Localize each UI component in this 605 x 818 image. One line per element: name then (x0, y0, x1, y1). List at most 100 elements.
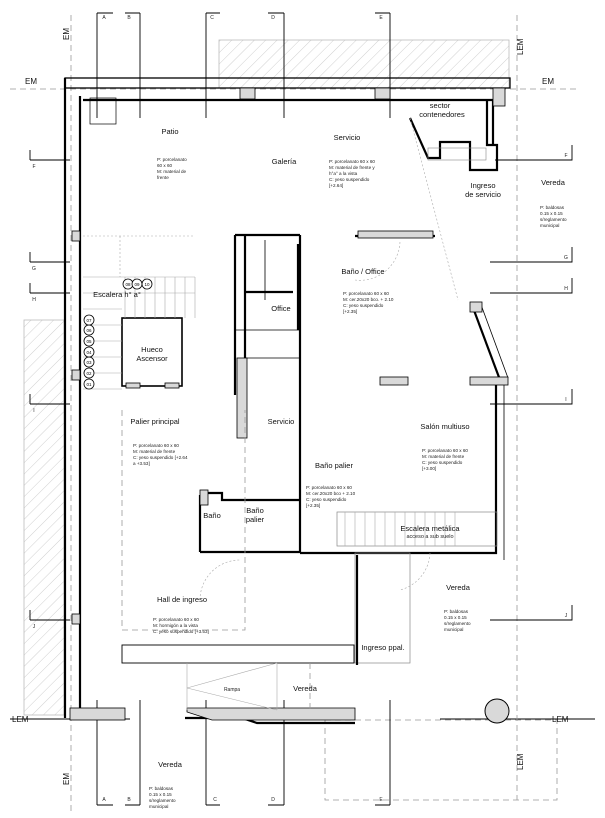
svg-text:P: baldosas: P: baldosas (444, 609, 469, 614)
svg-text:E: E (379, 797, 383, 803)
lem-label: LEM (12, 715, 29, 724)
room-vereda-bottom: Vereda P: baldosas 0.15 x 0.15 s/reglame… (149, 760, 183, 809)
column-markers: A B C D E A B C D E (96, 12, 391, 806)
svg-text:06: 06 (86, 328, 92, 333)
svg-text:Vereda: Vereda (158, 760, 183, 769)
room-vereda-right: Vereda P: baldosas 0.15 x 0.15 s/reglame… (540, 178, 567, 228)
svg-text:B: B (127, 797, 131, 803)
svg-text:C: C (210, 15, 214, 21)
svg-text:municipal: municipal (149, 804, 168, 809)
svg-text:s/reglamento: s/reglamento (540, 217, 567, 222)
room-vereda-ramp: Vereda (293, 684, 318, 693)
svg-text:0.15 x 0.15: 0.15 x 0.15 (149, 792, 172, 797)
building-walls (63, 77, 511, 725)
room-salon-multiuso: Salón multiuso P: porcelanato 60 x 60 M:… (420, 422, 469, 471)
patio-drain (89, 97, 117, 125)
svg-text:sector: sector (430, 101, 451, 110)
svg-text:s/reglamento: s/reglamento (149, 798, 176, 803)
svg-text:h°a° a la vista: h°a° a la vista (329, 171, 358, 176)
room-ascensor: Hueco Ascensor (136, 345, 168, 363)
room-hall-ingreso: Hall de ingreso P: porcelanato 60 x 60 M… (153, 595, 209, 634)
svg-text:10: 10 (144, 282, 150, 287)
svg-text:Servicio: Servicio (334, 133, 361, 142)
svg-text:M: material de frente: M: material de frente (422, 454, 465, 459)
svg-text:P: baldosas: P: baldosas (149, 786, 174, 791)
svg-text:Ascensor: Ascensor (136, 354, 168, 363)
svg-text:M: cer.20x20 bco + 2.10: M: cer.20x20 bco + 2.10 (306, 491, 356, 496)
interior-walls (121, 233, 302, 554)
em-label: EM (62, 28, 71, 40)
svg-text:M: material de frente: M: material de frente (133, 449, 176, 454)
svg-text:palier: palier (246, 515, 265, 524)
svg-text:P: baldosas: P: baldosas (540, 205, 565, 210)
container-sector (355, 100, 499, 301)
svg-text:J: J (33, 624, 36, 630)
room-bano-office: Baño / Office P: porcelanato 60 x 60 M: … (341, 267, 393, 314)
svg-text:B: B (127, 15, 131, 21)
svg-text:J: J (565, 613, 568, 619)
svg-text:C: yeso suspendido: C: yeso suspendido (422, 460, 463, 465)
em-label: EM (542, 77, 554, 86)
svg-text:P: porcelanato 60 x 60: P: porcelanato 60 x 60 (422, 448, 468, 453)
lem-label: LEM (552, 715, 569, 724)
svg-text:C: yeso suspendido: C: yeso suspendido (343, 303, 384, 308)
room-bano-palier-small: Baño palier (246, 506, 265, 524)
room-servicio: Servicio P: porcelanato 60 x 60 M: mater… (329, 133, 375, 188)
svg-text:[+2.35]: [+2.35] (306, 503, 320, 508)
room-ingreso-ppal: Ingreso ppal. (361, 643, 404, 652)
stair-step-numbers: 01 02 03 04 05 06 07 08 09 10 (83, 278, 153, 390)
svg-text:Escalera metálica: Escalera metálica (400, 524, 460, 533)
svg-text:P: porcelanato 60 x 60: P: porcelanato 60 x 60 (133, 443, 179, 448)
room-escalera: Escalera h° a° (93, 290, 141, 299)
entrance-area (121, 239, 510, 724)
row-markers: F G H I J F G H I J (29, 145, 573, 630)
svg-text:M: hormigón a la vista: M: hormigón a la vista (153, 623, 198, 628)
svg-text:C: C (213, 797, 217, 803)
svg-text:I: I (565, 397, 566, 403)
svg-text:Hueco: Hueco (141, 345, 163, 354)
svg-text:[+2.64]: [+2.64] (329, 183, 343, 188)
svg-text:P: porcelanato 60 x 60: P: porcelanato 60 x 60 (329, 159, 375, 164)
svg-text:Palier principal: Palier principal (130, 417, 180, 426)
svg-text:09: 09 (134, 282, 140, 287)
svg-text:F: F (564, 153, 567, 159)
svg-text:C: yeso suspendido: C: yeso suspendido (306, 497, 347, 502)
svg-text:60 x 60: 60 x 60 (157, 163, 173, 168)
svg-text:contenedores: contenedores (419, 110, 465, 119)
svg-text:C: yeso suspendido [+2.64: C: yeso suspendido [+2.64 (133, 455, 188, 460)
svg-text:08: 08 (125, 282, 131, 287)
svg-text:A: A (102, 797, 106, 803)
em-label: EM (62, 773, 71, 785)
svg-text:02: 02 (86, 371, 92, 376)
dashed-zone-bottom (324, 719, 558, 801)
svg-text:a +3.53]: a +3.53] (133, 461, 150, 466)
svg-text:de servicio: de servicio (465, 190, 501, 199)
svg-text:D: D (271, 15, 275, 21)
svg-text:P: porcelanato 60 x 60: P: porcelanato 60 x 60 (153, 617, 199, 622)
svg-text:P: porcelanato: P: porcelanato (157, 157, 187, 162)
svg-text:Baño: Baño (246, 506, 264, 515)
room-office: Office (271, 304, 290, 313)
svg-text:0.15 x 0.15: 0.15 x 0.15 (540, 211, 563, 216)
svg-text:05: 05 (86, 339, 92, 344)
svg-text:Vereda: Vereda (541, 178, 566, 187)
room-bano: Baño (203, 511, 221, 520)
lem-label: LEM (516, 38, 525, 55)
svg-text:municipal: municipal (444, 627, 463, 632)
svg-text:C: yeso suspendido: C: yeso suspendido (329, 177, 370, 182)
svg-text:M: material de frente y: M: material de frente y (329, 165, 375, 170)
svg-text:P: porcelanato 60 x 60: P: porcelanato 60 x 60 (306, 485, 352, 490)
svg-text:E: E (379, 15, 383, 21)
room-rampa: Rampa (224, 687, 240, 693)
svg-text:Salón multiuso: Salón multiuso (420, 422, 469, 431)
em-label: EM (25, 77, 37, 86)
svg-text:Baño palier: Baño palier (315, 461, 353, 470)
stair-steps-lines (83, 235, 196, 390)
svg-text:0.15 x 0.15: 0.15 x 0.15 (444, 615, 467, 620)
svg-text:[+2.35]: [+2.35] (343, 309, 357, 314)
metal-stair (336, 511, 498, 547)
svg-text:municipal: municipal (540, 223, 559, 228)
room-servicio-mid: Servicio (268, 417, 295, 426)
svg-text:H: H (32, 297, 36, 303)
facade-diagonal (300, 301, 509, 560)
